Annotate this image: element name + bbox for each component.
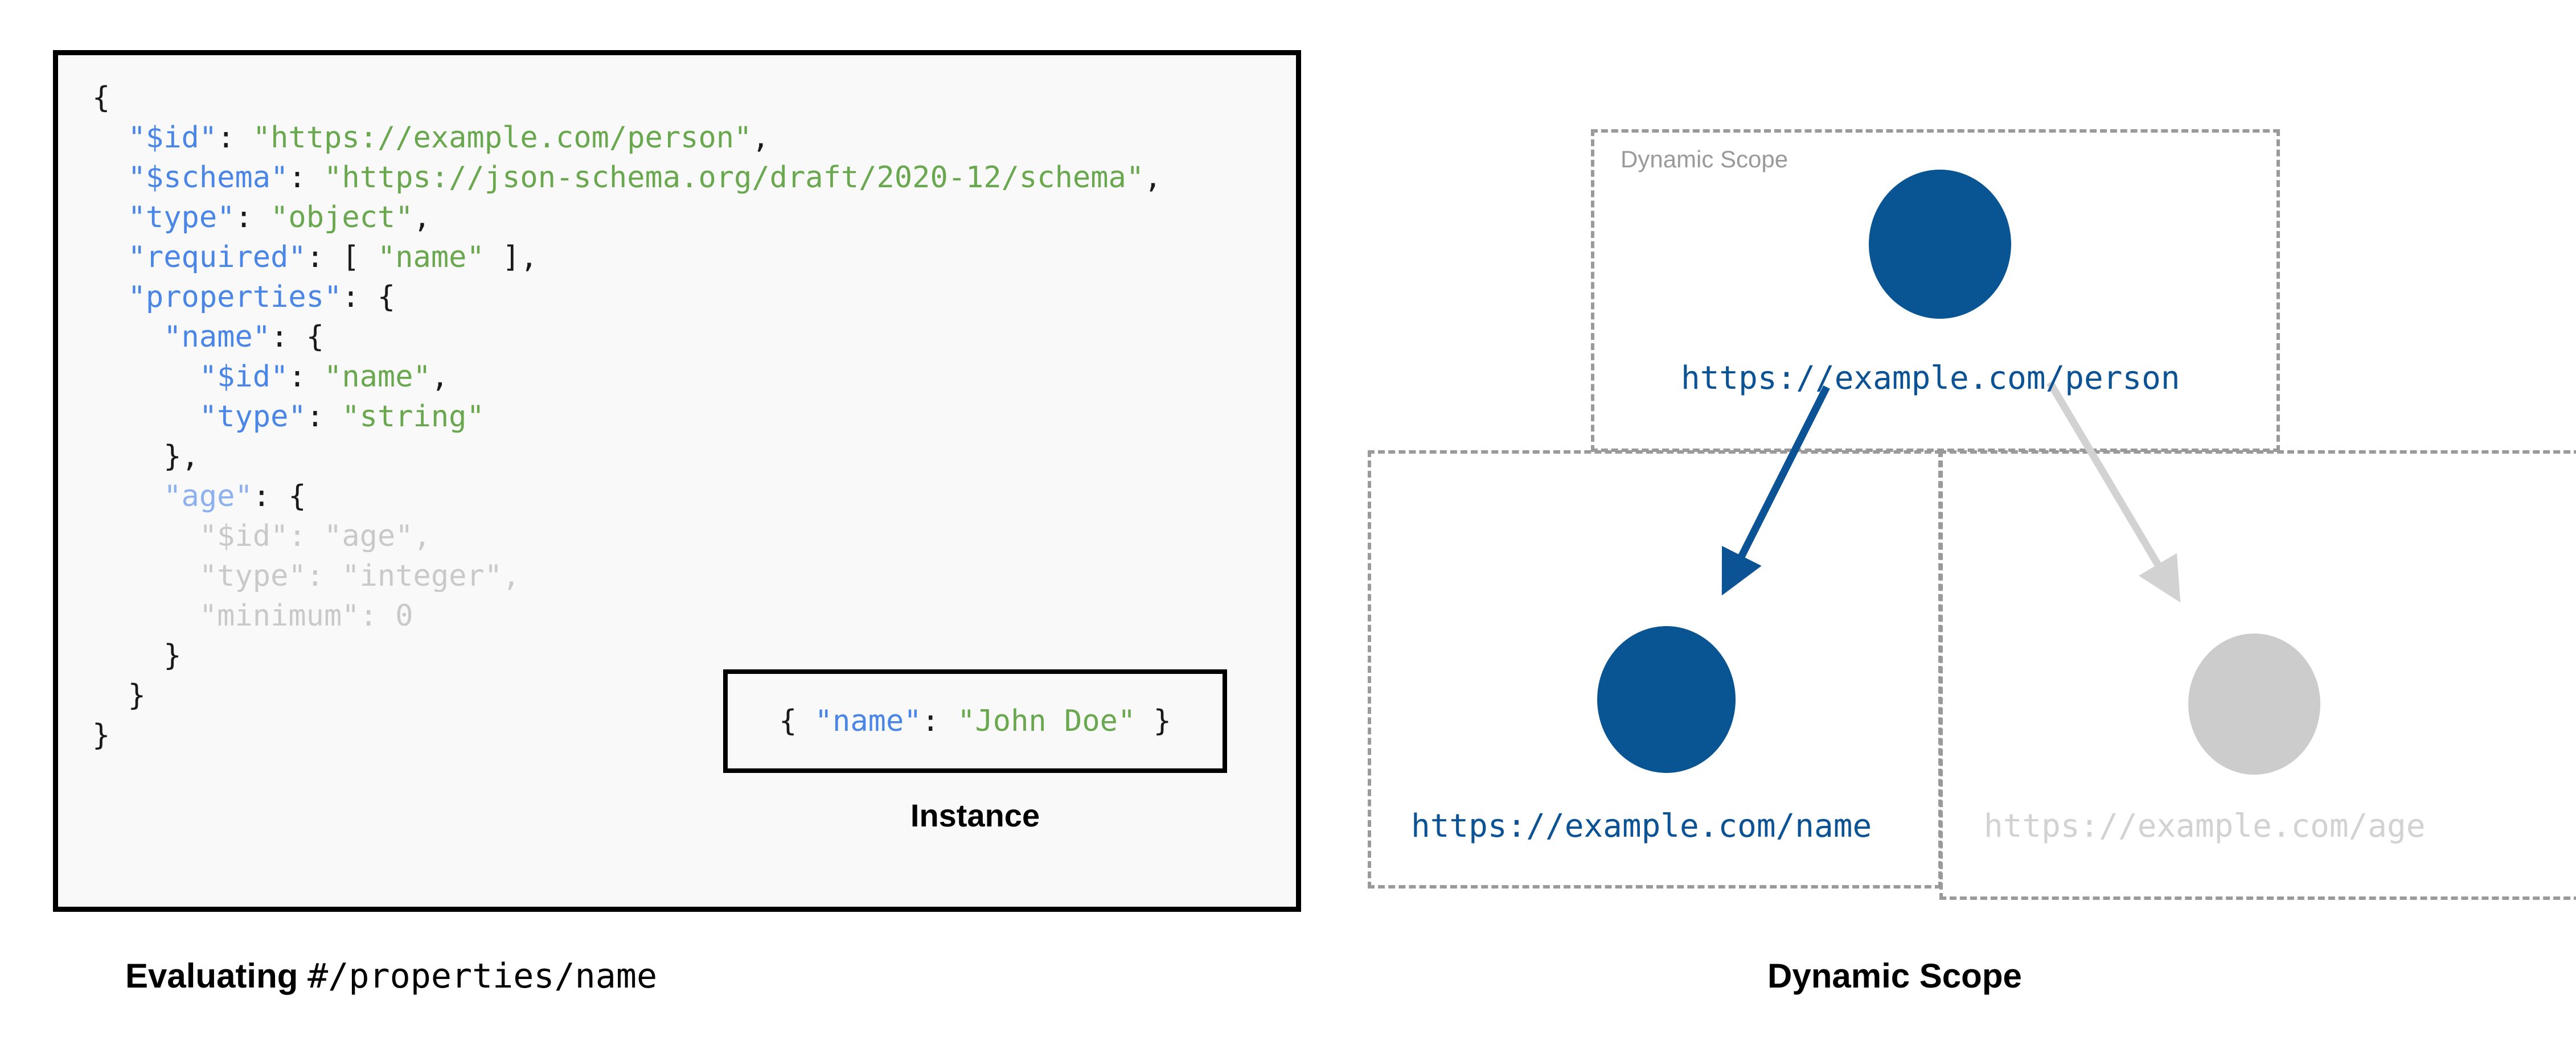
code-token: 0 bbox=[395, 599, 413, 633]
code-line: } bbox=[92, 676, 1162, 715]
code-line: "type": "integer", bbox=[92, 556, 1162, 596]
node-circle-name bbox=[1597, 626, 1736, 773]
code-token: : { bbox=[342, 280, 396, 314]
code-line: "$id": "name", bbox=[92, 357, 1162, 397]
node-label-age: https://example.com/age bbox=[1984, 808, 2426, 845]
code-token bbox=[92, 479, 163, 513]
dynamic-scope-box-label: Dynamic Scope bbox=[1621, 146, 1789, 172]
code-line: "$schema": "https://json-schema.org/draf… bbox=[92, 158, 1162, 198]
code-token: "https://json-schema.org/draft/2020-12/s… bbox=[324, 161, 1145, 195]
code-line: "type": "object", bbox=[92, 198, 1162, 237]
code-token: "$id" bbox=[199, 519, 289, 553]
code-token bbox=[92, 280, 128, 314]
code-line: "name": { bbox=[92, 317, 1162, 357]
code-token: "object" bbox=[270, 200, 413, 235]
code-token bbox=[92, 200, 128, 235]
code-token: : { bbox=[252, 479, 306, 513]
code-token: "name" bbox=[377, 240, 485, 274]
right-caption: Dynamic Scope bbox=[1767, 957, 2022, 995]
code-line: { bbox=[92, 78, 1162, 118]
code-token: "required" bbox=[128, 240, 306, 274]
code-token: "$id" bbox=[199, 360, 289, 394]
code-token: "type" bbox=[128, 200, 235, 235]
code-line: "properties": { bbox=[92, 277, 1162, 317]
code-token bbox=[92, 599, 199, 633]
left-caption: Evaluating #/properties/name bbox=[125, 956, 657, 996]
code-token bbox=[92, 400, 199, 434]
code-token: } bbox=[1135, 704, 1171, 738]
code-token bbox=[92, 320, 163, 354]
code-token: , bbox=[413, 519, 431, 553]
node-circle-person bbox=[1869, 170, 2011, 319]
code-token: { bbox=[779, 704, 815, 738]
code-line: "type": "string" bbox=[92, 397, 1162, 437]
code-token: : [ bbox=[306, 240, 378, 274]
code-token: "string" bbox=[342, 400, 485, 434]
instance-label: Instance bbox=[910, 797, 1040, 833]
code-token: "properties" bbox=[128, 280, 342, 314]
code-token: : bbox=[359, 599, 396, 633]
code-token: "type" bbox=[199, 400, 306, 434]
code-line: "required": [ "name" ], bbox=[92, 237, 1162, 277]
code-token bbox=[92, 161, 128, 195]
code-token: "integer" bbox=[342, 559, 503, 593]
left-caption-pointer: #/properties/name bbox=[307, 956, 658, 996]
code-token bbox=[92, 121, 128, 155]
code-token: : bbox=[306, 559, 342, 593]
code-token: ], bbox=[484, 240, 538, 274]
code-token bbox=[92, 519, 199, 553]
code-token: "minimum" bbox=[199, 599, 360, 633]
code-token: { bbox=[92, 81, 110, 115]
code-token: "name" bbox=[163, 320, 271, 354]
code-token: : bbox=[306, 400, 342, 434]
code-token: , bbox=[1144, 161, 1162, 195]
node-label-name: https://example.com/name bbox=[1411, 808, 1872, 845]
code-token: : { bbox=[270, 320, 324, 354]
code-token: "type" bbox=[199, 559, 306, 593]
code-token: "https://example.com/person" bbox=[252, 121, 752, 155]
code-token: "age" bbox=[324, 519, 413, 553]
code-token: : bbox=[288, 161, 325, 195]
code-token: : bbox=[288, 360, 325, 394]
code-token: , bbox=[752, 121, 770, 155]
code-token: : bbox=[235, 200, 271, 235]
code-token: } bbox=[92, 678, 146, 713]
dynamic-scope-box-age bbox=[1939, 450, 2576, 900]
code-token bbox=[92, 559, 199, 593]
code-token: , bbox=[502, 559, 520, 593]
code-line: "$id": "https://example.com/person", bbox=[92, 118, 1162, 158]
instance-code: { "name": "John Doe" } bbox=[779, 704, 1171, 738]
code-token: , bbox=[413, 200, 431, 235]
instance-box: { "name": "John Doe" } bbox=[723, 669, 1227, 773]
code-line: "minimum": 0 bbox=[92, 596, 1162, 636]
node-label-person: https://example.com/person bbox=[1681, 360, 2180, 397]
code-line: "$id": "age", bbox=[92, 516, 1162, 556]
schema-code-block: { "$id": "https://example.com/person", "… bbox=[92, 78, 1162, 755]
schema-code-panel: { "$id": "https://example.com/person", "… bbox=[53, 50, 1301, 912]
code-token: "John Doe" bbox=[957, 704, 1136, 738]
code-token: "name" bbox=[324, 360, 431, 394]
code-token: "$schema" bbox=[128, 161, 289, 195]
code-line: "age": { bbox=[92, 476, 1162, 516]
code-token: : bbox=[217, 121, 253, 155]
code-token: } bbox=[92, 718, 110, 752]
code-token: : bbox=[921, 704, 958, 738]
node-circle-age bbox=[2188, 634, 2320, 775]
code-token: } bbox=[92, 639, 182, 673]
code-token bbox=[92, 240, 128, 274]
code-line: } bbox=[92, 715, 1162, 755]
code-token: "$id" bbox=[128, 121, 218, 155]
code-token: : bbox=[288, 519, 325, 553]
code-token: "age" bbox=[163, 479, 253, 513]
left-caption-bold: Evaluating bbox=[125, 957, 308, 995]
code-token: }, bbox=[92, 439, 199, 474]
code-line: } bbox=[92, 636, 1162, 676]
code-token: , bbox=[430, 360, 449, 394]
code-token bbox=[92, 360, 199, 394]
code-token: "name" bbox=[814, 704, 922, 738]
code-line: }, bbox=[92, 437, 1162, 476]
